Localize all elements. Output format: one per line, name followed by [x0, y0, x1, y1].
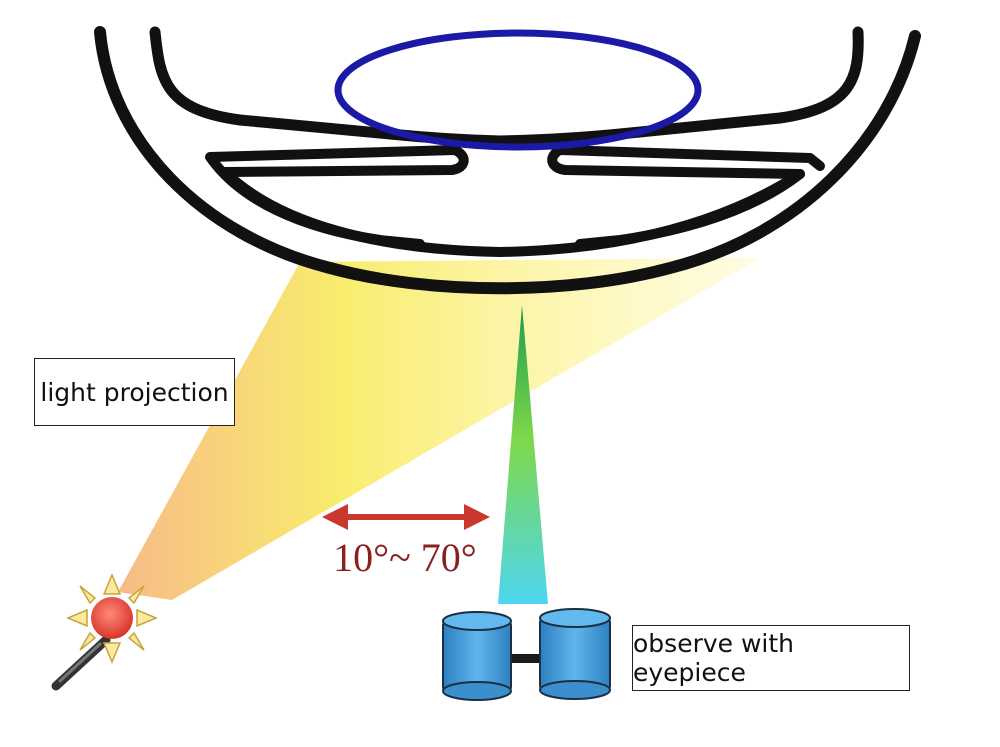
binocular-eyepiece-icon: [442, 608, 611, 701]
eye-inner-shell: [149, 26, 864, 147]
sun-penlight-icon: [51, 573, 158, 691]
lens-lower-curve: [220, 167, 805, 258]
light-projection-label: light projection: [34, 358, 235, 426]
eye-outer-shell: [94, 26, 921, 295]
light-beam: [118, 258, 760, 600]
eyepiece-label: observe with eyepiece: [632, 625, 910, 691]
angle-double-arrow: [322, 504, 490, 530]
angle-range-label: 10°~ 70°: [333, 535, 477, 580]
observation-cone: [498, 305, 548, 604]
lens-ring: [334, 29, 702, 151]
